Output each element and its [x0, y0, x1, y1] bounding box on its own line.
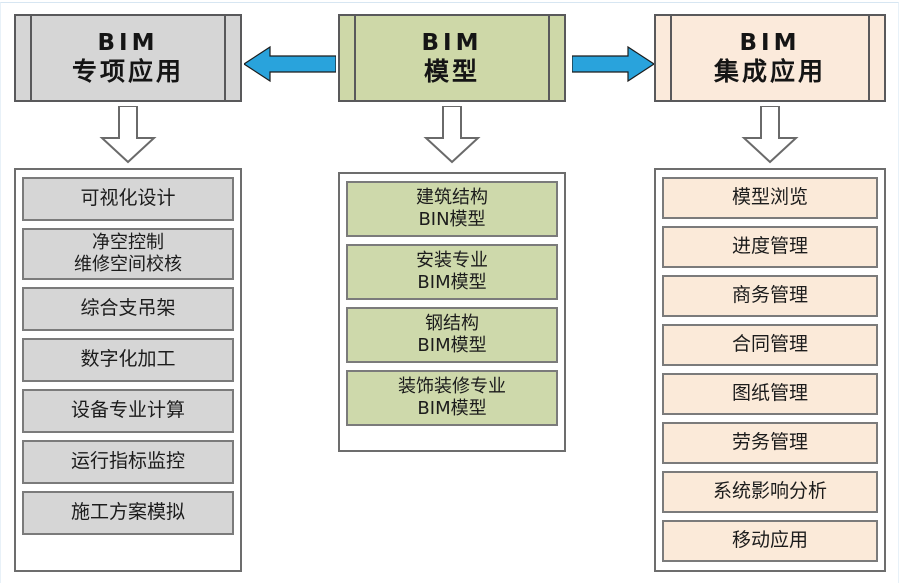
- list-item[interactable]: 运行指标监控: [22, 440, 234, 484]
- list-item[interactable]: 建筑结构 BIN模型: [346, 181, 558, 237]
- list-item-label: 系统影响分析: [712, 480, 827, 503]
- list-item[interactable]: 移动应用: [662, 520, 878, 562]
- list-container-bim-model: 建筑结构 BIN模型 安装专业 BIM模型 钢结构 BIM模型 装饰装修专业 B…: [338, 172, 566, 452]
- arrow-model-to-special-icon: [244, 42, 336, 86]
- list-item[interactable]: 商务管理: [662, 275, 878, 317]
- list-item-label: 进度管理: [731, 235, 808, 258]
- list-item[interactable]: 劳务管理: [662, 422, 878, 464]
- header-title-cjk: 专项应用: [71, 56, 184, 86]
- list-item[interactable]: 安装专业 BIM模型: [346, 244, 558, 300]
- arrow-model-to-integrated-icon: [572, 42, 654, 86]
- list-item[interactable]: 模型浏览: [662, 177, 878, 219]
- list-item-label: 钢结构: [425, 313, 479, 335]
- down-arrow-special-application: [96, 106, 160, 164]
- header-box-special-application[interactable]: BIM 专项应用: [14, 14, 242, 102]
- list-item-label: 图纸管理: [731, 382, 808, 405]
- list-item-label: 设备专业计算: [70, 399, 185, 422]
- header-title-cjk: 模型: [423, 56, 480, 86]
- list-item[interactable]: 数字化加工: [22, 338, 234, 382]
- list-item-label-2: 维修空间校核: [74, 254, 182, 275]
- list-item[interactable]: 进度管理: [662, 226, 878, 268]
- header-title-latin: BIM: [421, 29, 483, 56]
- list-item[interactable]: 图纸管理: [662, 373, 878, 415]
- list-item-label: 移动应用: [731, 529, 808, 552]
- list-item-label: 数字化加工: [80, 348, 176, 371]
- list-item-label: 商务管理: [731, 284, 808, 307]
- list-item[interactable]: 钢结构 BIM模型: [346, 307, 558, 363]
- down-arrow-integrated-application: [738, 106, 802, 164]
- list-item-label-2: BIM模型: [417, 272, 487, 293]
- list-item-label: 合同管理: [731, 333, 808, 356]
- list-item-label-2: BIN模型: [418, 209, 486, 230]
- list-item[interactable]: 综合支吊架: [22, 287, 234, 331]
- list-item-label: 安装专业: [416, 250, 488, 272]
- list-item-label-2: BIM模型: [417, 398, 487, 419]
- list-item-label: 可视化设计: [80, 187, 176, 210]
- down-arrow-bim-model: [420, 106, 484, 164]
- list-item-label: 净空控制: [92, 232, 164, 254]
- list-item-label: 施工方案模拟: [70, 501, 185, 524]
- list-item[interactable]: 可视化设计: [22, 177, 234, 221]
- list-item-label-2: BIM模型: [417, 335, 487, 356]
- list-item[interactable]: 设备专业计算: [22, 389, 234, 433]
- list-item-label: 装饰装修专业: [398, 376, 506, 398]
- header-rule-left: [30, 16, 32, 100]
- list-item[interactable]: 施工方案模拟: [22, 491, 234, 535]
- list-container-special-application: 可视化设计 净空控制 维修空间校核 综合支吊架 数字化加工 设备专业计算 运行指…: [14, 168, 242, 572]
- header-title-latin: BIM: [739, 29, 801, 56]
- list-item[interactable]: 装饰装修专业 BIM模型: [346, 370, 558, 426]
- list-container-integrated-application: 模型浏览 进度管理 商务管理 合同管理 图纸管理 劳务管理 系统影响分析 移动应…: [654, 168, 886, 572]
- header-rule-right: [224, 16, 226, 100]
- header-rule-right: [548, 16, 550, 100]
- list-item-label: 运行指标监控: [70, 450, 185, 473]
- header-title-cjk: 集成应用: [713, 56, 826, 86]
- header-box-integrated-application[interactable]: BIM 集成应用: [654, 14, 886, 102]
- header-rule-left: [670, 16, 672, 100]
- list-item-label: 劳务管理: [731, 431, 808, 454]
- header-box-bim-model[interactable]: BIM 模型: [338, 14, 566, 102]
- header-rule-left: [354, 16, 356, 100]
- list-item[interactable]: 净空控制 维修空间校核: [22, 228, 234, 280]
- list-item-label: 模型浏览: [731, 186, 808, 209]
- header-title-latin: BIM: [97, 29, 159, 56]
- header-rule-right: [868, 16, 870, 100]
- list-item-label: 综合支吊架: [80, 297, 176, 320]
- list-item[interactable]: 系统影响分析: [662, 471, 878, 513]
- list-item-label: 建筑结构: [416, 187, 488, 209]
- list-item[interactable]: 合同管理: [662, 324, 878, 366]
